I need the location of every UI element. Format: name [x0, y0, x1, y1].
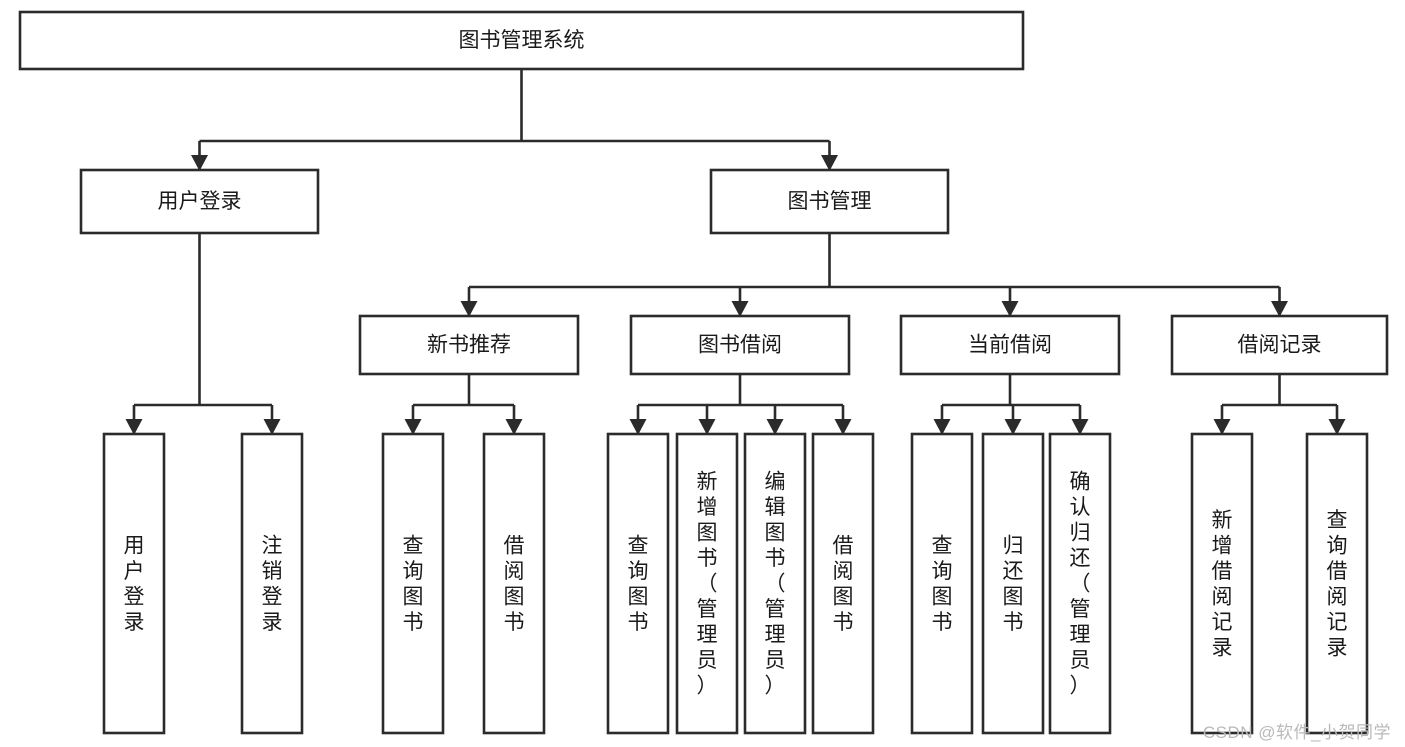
- node-box-leaf-query-book-2: [606, 432, 670, 735]
- node-label-leaf-add-book: 新增图书（管理员）: [697, 471, 718, 698]
- node-label-leaf-query-book-2: 查询图书: [628, 534, 649, 634]
- node-box-leaf-query-record: [1305, 432, 1369, 735]
- node-borrow-record[interactable]: 借阅记录: [1170, 314, 1389, 376]
- arrow-head-icon: [821, 155, 838, 171]
- node-layer: 图书管理系统用户登录图书管理新书推荐图书借阅当前借阅借阅记录用户登录注销登录查询…: [18, 10, 1389, 735]
- node-label-leaf-borrow-book-1: 借阅图书: [504, 534, 525, 634]
- node-box-leaf-borrow-book-1: [482, 432, 546, 735]
- node-box-current-borrow: [899, 314, 1121, 376]
- node-label-leaf-return-book: 归还图书: [1003, 534, 1024, 634]
- node-leaf-user-login[interactable]: 用户登录: [102, 432, 166, 735]
- node-box-borrow-record: [1170, 314, 1389, 376]
- node-box-user-login: [79, 168, 320, 235]
- node-leaf-query-record[interactable]: 查询借阅记录: [1305, 432, 1369, 735]
- arrow-head-icon: [125, 419, 143, 435]
- node-label-leaf-confirm-return: 确认归还（管理员）: [1070, 471, 1091, 698]
- node-label-book-management: 图书管理: [788, 190, 872, 213]
- arrow-head-icon: [1328, 419, 1346, 435]
- node-leaf-query-book-2[interactable]: 查询图书: [606, 432, 670, 735]
- node-box-leaf-edit-book: [743, 432, 807, 735]
- arrow-head-icon: [263, 419, 281, 435]
- arrow-head-icon: [1001, 301, 1019, 317]
- node-label-leaf-edit-book: 编辑图书（管理员）: [765, 471, 786, 698]
- node-leaf-confirm-return[interactable]: 确认归还（管理员）: [1048, 432, 1112, 735]
- arrow-head-icon: [1004, 419, 1022, 435]
- node-new-book-recommend[interactable]: 新书推荐: [358, 314, 580, 376]
- arrow-head-icon: [404, 419, 422, 435]
- node-box-leaf-logout: [240, 432, 304, 735]
- node-label-book-borrow: 图书借阅: [698, 334, 782, 357]
- node-label-leaf-query-book-3: 查询图书: [932, 534, 953, 634]
- node-label-borrow-record: 借阅记录: [1238, 334, 1322, 357]
- arrow-head-icon: [766, 419, 784, 435]
- node-label-leaf-user-login: 用户登录: [124, 534, 145, 634]
- node-label-root: 图书管理系统: [459, 29, 585, 52]
- node-leaf-add-record[interactable]: 新增借阅记录: [1190, 432, 1254, 735]
- node-box-new-book-recommend: [358, 314, 580, 376]
- connector-layer: [125, 69, 1346, 435]
- node-book-borrow[interactable]: 图书借阅: [629, 314, 851, 376]
- arrow-head-icon: [1071, 419, 1089, 435]
- node-leaf-add-book[interactable]: 新增图书（管理员）: [675, 432, 739, 735]
- node-label-leaf-logout: 注销登录: [262, 534, 283, 634]
- arrow-head-icon: [460, 301, 478, 317]
- node-box-leaf-user-login: [102, 432, 166, 735]
- node-user-login[interactable]: 用户登录: [79, 168, 320, 235]
- node-label-leaf-borrow-book-2: 借阅图书: [833, 534, 854, 634]
- arrow-head-icon: [505, 419, 523, 435]
- arrow-head-icon: [834, 419, 852, 435]
- arrow-head-icon: [731, 301, 749, 317]
- node-box-leaf-add-book: [675, 432, 739, 735]
- arrow-head-icon: [698, 419, 716, 435]
- node-box-leaf-confirm-return: [1048, 432, 1112, 735]
- node-leaf-return-book[interactable]: 归还图书: [981, 432, 1045, 735]
- node-box-leaf-query-book-1: [381, 432, 445, 735]
- node-leaf-logout[interactable]: 注销登录: [240, 432, 304, 735]
- node-label-user-login: 用户登录: [158, 190, 242, 213]
- node-leaf-borrow-book-2[interactable]: 借阅图书: [811, 432, 875, 735]
- arrow-head-icon: [1213, 419, 1231, 435]
- arrow-head-icon: [629, 419, 647, 435]
- node-box-root: [18, 10, 1025, 71]
- node-label-new-book-recommend: 新书推荐: [427, 334, 511, 357]
- arrow-head-icon: [191, 155, 208, 171]
- node-label-leaf-query-record: 查询借阅记录: [1327, 509, 1348, 660]
- node-leaf-query-book-1[interactable]: 查询图书: [381, 432, 445, 735]
- node-box-leaf-return-book: [981, 432, 1045, 735]
- node-label-current-borrow: 当前借阅: [968, 334, 1052, 357]
- node-label-leaf-add-record: 新增借阅记录: [1212, 509, 1233, 660]
- node-leaf-query-book-3[interactable]: 查询图书: [910, 432, 974, 735]
- node-current-borrow[interactable]: 当前借阅: [899, 314, 1121, 376]
- arrow-head-icon: [933, 419, 951, 435]
- node-box-leaf-add-record: [1190, 432, 1254, 735]
- node-leaf-edit-book[interactable]: 编辑图书（管理员）: [743, 432, 807, 735]
- node-box-leaf-query-book-3: [910, 432, 974, 735]
- node-book-management[interactable]: 图书管理: [709, 168, 950, 235]
- node-label-leaf-query-book-1: 查询图书: [403, 534, 424, 634]
- node-leaf-borrow-book-1[interactable]: 借阅图书: [482, 432, 546, 735]
- node-box-book-management: [709, 168, 950, 235]
- node-root[interactable]: 图书管理系统: [18, 10, 1025, 71]
- csdn-watermark: CSDN @软件_小贺同学: [1202, 723, 1391, 742]
- node-box-leaf-borrow-book-2: [811, 432, 875, 735]
- arrow-head-icon: [1271, 301, 1288, 317]
- node-box-book-borrow: [629, 314, 851, 376]
